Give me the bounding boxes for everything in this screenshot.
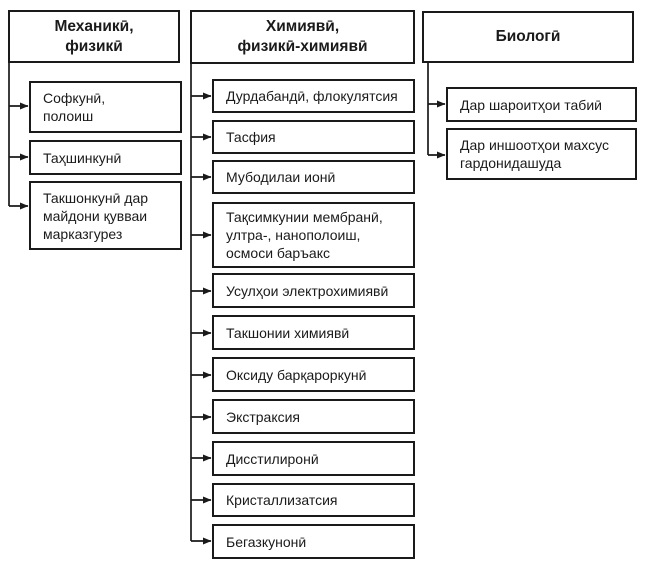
header-mechanical-physical: Механикӣ, физикӣ	[8, 10, 180, 63]
method-box: Тасфия	[212, 120, 415, 154]
header-chemical-physicochemical: Химиявӣ, физикӣ-химиявӣ	[190, 10, 415, 64]
method-box: Оксиду барқароркунӣ	[212, 357, 415, 392]
method-box: Такшонкунӣ дар майдони қувваи марказгуре…	[29, 181, 182, 250]
method-box: Таҳшинкунӣ	[29, 140, 182, 175]
method-box: Бегазкунонӣ	[212, 524, 415, 559]
method-box: Дар иншоотҳои махсус гардонидашуда	[446, 128, 637, 180]
method-box: Дисстилиронӣ	[212, 441, 415, 476]
method-box: Дар шароитҳои табиӣ	[446, 87, 637, 122]
method-box: Кристаллизатсия	[212, 483, 415, 517]
method-box: Усулҳои электрохимиявӣ	[212, 273, 415, 308]
method-box: Тақсимкунии мембранӣ, ултра-, нанополоиш…	[212, 202, 415, 268]
method-box: Мубодилаи ионӣ	[212, 160, 415, 194]
method-box: Дурдабандӣ, флокулятсия	[212, 79, 415, 113]
header-biological: Биологӣ	[422, 11, 634, 63]
method-box: Экстраксия	[212, 399, 415, 434]
method-box: Софкунӣ, полоиш	[29, 81, 182, 133]
method-box: Такшонии химиявӣ	[212, 315, 415, 350]
